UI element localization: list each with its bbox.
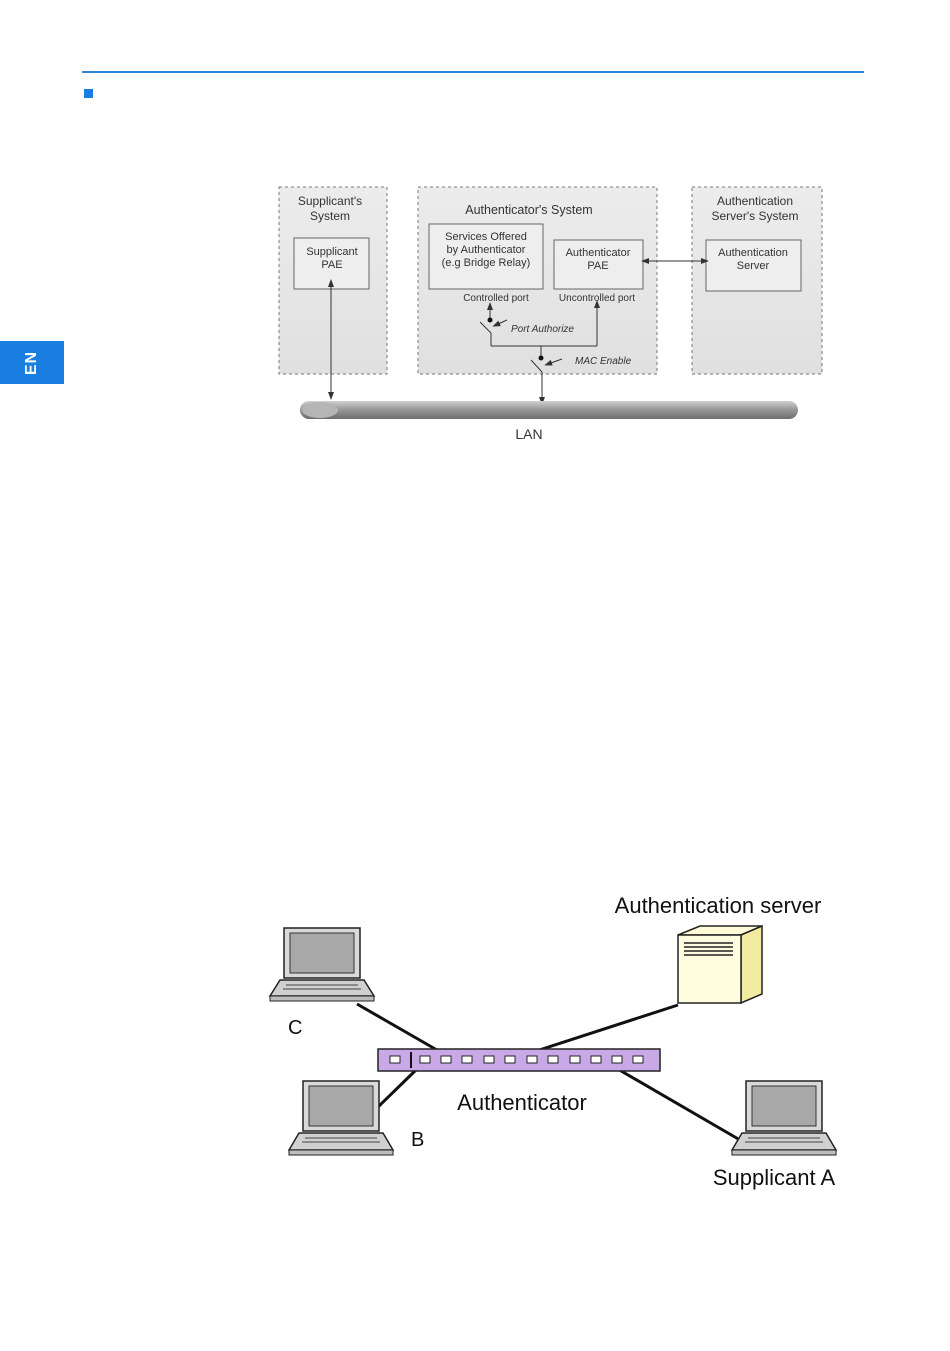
mac-enable-label: MAC Enable [575, 356, 632, 367]
supplicant-system-title-2: System [310, 209, 350, 223]
auth-server-system-title-1: Authentication [717, 194, 793, 208]
link-c-switch [356, 1002, 438, 1052]
services-offered-label-2: by Authenticator [447, 244, 526, 256]
link-server-switch [526, 1003, 679, 1056]
auth-server-network-label: Authentication server [615, 893, 822, 918]
section-bullet [84, 89, 93, 98]
port-authorize-switch [479, 302, 508, 346]
supplicant-pae-label-1: Supplicant [306, 246, 357, 258]
auth-server-label-2: Server [737, 260, 770, 272]
supplicant-a-label: Supplicant A [713, 1165, 836, 1190]
laptop-c-icon [268, 927, 376, 1002]
lan-bus [300, 401, 798, 419]
authenticator-system-title: Authenticator's System [465, 203, 592, 217]
uncontrolled-port-label: Uncontrolled port [559, 293, 635, 304]
port-authorize-label: Port Authorize [511, 324, 574, 335]
controlled-port-label: Controlled port [463, 293, 529, 304]
laptop-b-icon [287, 1080, 395, 1156]
authenticator-switch [377, 1048, 661, 1072]
language-tab: EN [0, 341, 64, 384]
client-b-label: B [411, 1129, 424, 1151]
authenticator-pae-box [553, 239, 644, 290]
laptop-a-icon [730, 1080, 838, 1156]
link-a-switch [615, 1066, 741, 1142]
lan-label: LAN [515, 426, 542, 442]
server-icon [677, 924, 763, 1005]
auth-server-system-title-2: Server's System [712, 209, 799, 223]
network-diagram: Authenticator C B [268, 893, 838, 1190]
authenticator-pae-label-1: Authenticator [566, 247, 631, 259]
pae-diagram: Supplicant's System Authenticator's Syst… [278, 186, 823, 442]
link-b-switch [376, 1066, 420, 1109]
services-offered-box [428, 223, 544, 290]
auth-server-box [705, 239, 802, 292]
services-offered-label-1: Services Offered [445, 231, 527, 243]
top-rule [82, 71, 864, 73]
client-c-label: C [288, 1017, 302, 1039]
authenticator-pae-label-2: PAE [587, 260, 608, 272]
services-offered-label-3: (e.g Bridge Relay) [442, 257, 531, 269]
authenticator-label: Authenticator [457, 1090, 587, 1115]
supplicant-pae-label-2: PAE [321, 259, 342, 271]
auth-server-label-1: Authentication [718, 247, 788, 259]
mac-enable-switch [530, 346, 563, 405]
supplicant-system-title-1: Supplicant's [298, 194, 362, 208]
